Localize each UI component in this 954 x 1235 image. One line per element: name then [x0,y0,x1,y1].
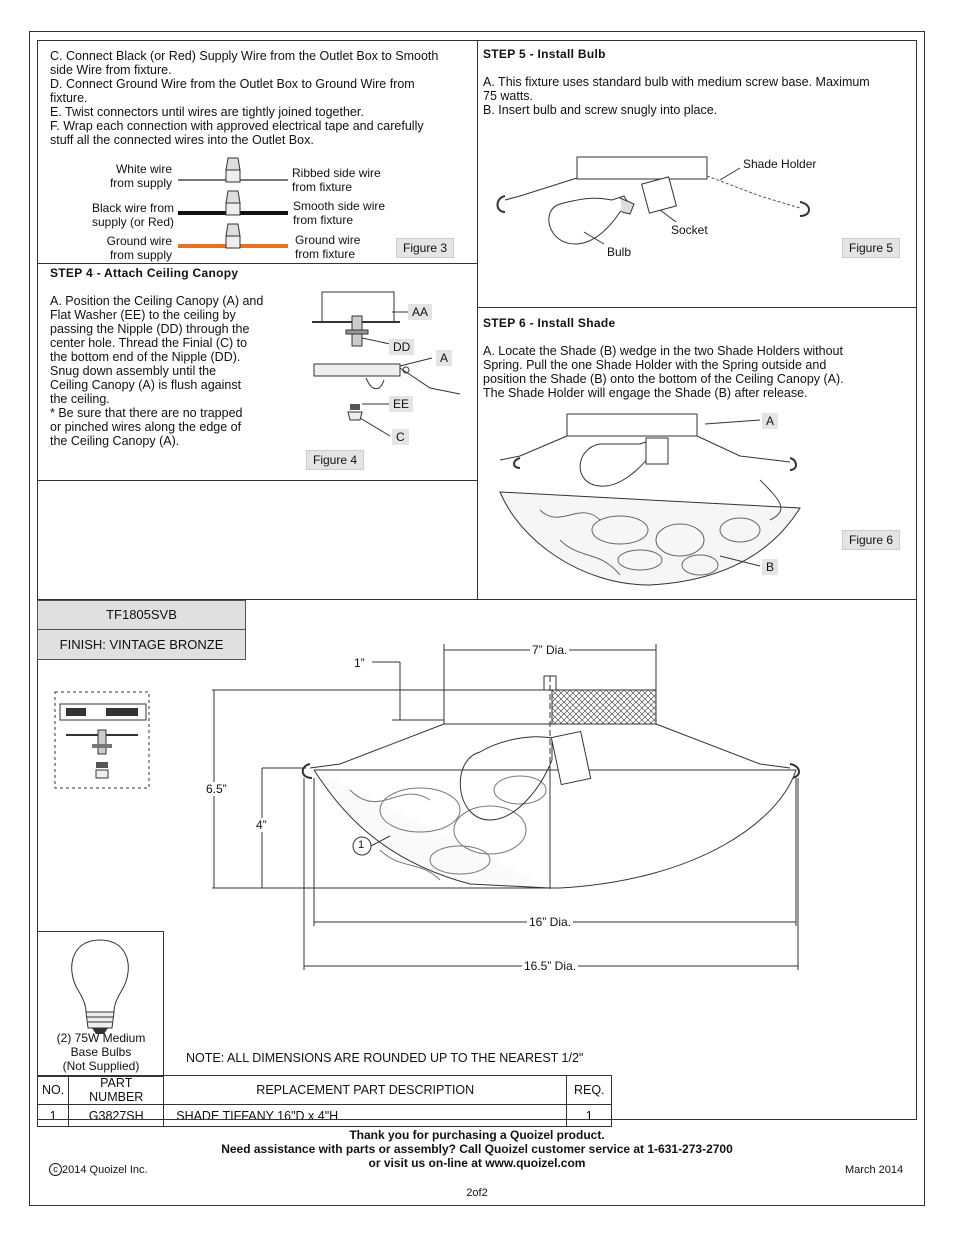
col-part-number: PART NUMBER [68,1075,165,1105]
footer-divider [37,1119,917,1120]
row-req: 1 [566,1104,613,1127]
part-marker-1: 1 [358,839,365,851]
callout-aa: AA [408,304,433,320]
divider-step4-top [37,263,478,264]
callout-b: B [762,559,779,575]
wiring-step-f: F. Wrap each connection with approved el… [50,119,424,147]
footer-assist: Need assistance with parts or assembly? … [221,1142,733,1156]
dim-outer-dia: 16.5” Dia. [522,959,579,973]
divider-step4-bottom [37,480,478,481]
divider-step6-top [477,307,917,308]
divider-vertical [477,40,478,600]
step5-title: STEP 5 - Install Bulb [483,47,606,61]
callout-a-step4: A [436,350,453,366]
col-description: REPLACEMENT PART DESCRIPTION [163,1075,568,1105]
white-wire-label: White wire from supply [109,162,172,190]
page-number: 2of2 [466,1187,488,1199]
row-description: SHADE TIFFANY 16"D x 4"H [163,1104,568,1127]
footer-thanks: Thank you for purchasing a Quoizel produ… [349,1128,605,1142]
dim-total-height: 6.5” [206,782,227,796]
figure-6-label: Figure 6 [842,530,901,550]
dim-canopy-height: 1” [354,656,365,670]
dim-shade-dia: 16” Dia. [527,915,574,929]
parts-table: NO. PART NUMBER REPLACEMENT PART DESCRIP… [36,1075,613,1127]
step6-text: A. Locate the Shade (B) wedge in the two… [483,344,844,400]
wiring-step-e: E. Twist connectors until wires are tigh… [50,105,364,119]
footer-date: March 2014 [845,1164,904,1176]
black-wire-label: Black wire from supply (or Red) [91,201,174,229]
ribbed-wire-label: Ribbed side wire from fixture [292,166,381,194]
callout-c: C [392,429,409,445]
table-row: 1 G3827SH SHADE TIFFANY 16"D x 4"H 1 [36,1104,613,1127]
step4-title: STEP 4 - Attach Ceiling Canopy [50,266,239,280]
step6-title: STEP 6 - Install Shade [483,316,616,330]
copyright-icon: c [49,1163,62,1176]
shade-holder-label: Shade Holder [743,157,817,171]
wiring-step-c: C. Connect Black (or Red) Supply Wire fr… [50,49,439,77]
divider-bottom-section [37,599,917,600]
col-req: REQ. [566,1075,613,1105]
callout-ee: EE [389,396,414,412]
ground-wire-label: Ground wire from supply [106,234,172,262]
wiring-step-d: D. Connect Ground Wire from the Outlet B… [50,77,415,105]
model-number: TF1805SVB [37,600,246,630]
dim-top-dia: 7” Dia. [530,643,570,657]
row-no: 1 [36,1104,70,1127]
row-part-number: G3827SH [68,1104,165,1127]
bulb-label: Bulb [607,245,632,259]
parts-table-header: NO. PART NUMBER REPLACEMENT PART DESCRIP… [36,1075,613,1105]
model-finish: FINISH: VINTAGE BRONZE [37,629,246,660]
socket-label: Socket [671,223,708,237]
col-no: NO. [36,1075,70,1105]
footer-copyright: 2014 Quoizel Inc. [62,1164,148,1176]
figure-4-label: Figure 4 [306,450,365,470]
smooth-wire-label: Smooth side wire from fixture [293,199,386,227]
dim-shade-height: 4” [256,818,267,832]
bulb-caption: (2) 75W Medium Base Bulbs (Not Supplied) [56,1031,146,1073]
dimensions-note: NOTE: ALL DIMENSIONS ARE ROUNDED UP TO T… [186,1051,584,1065]
step4-text: A. Position the Ceiling Canopy (A) and F… [50,294,264,448]
callout-a-step6: A [762,413,779,429]
footer-online: or visit us on-line at www.quoizel.com [368,1156,586,1170]
step5-text: A. This fixture uses standard bulb with … [483,75,870,117]
figure-5-label: Figure 5 [842,238,901,258]
figure-3-label: Figure 3 [396,238,455,258]
fixture-ground-label: Ground wire from fixture [295,233,361,261]
callout-dd: DD [389,339,415,355]
page-frame [29,31,925,1206]
